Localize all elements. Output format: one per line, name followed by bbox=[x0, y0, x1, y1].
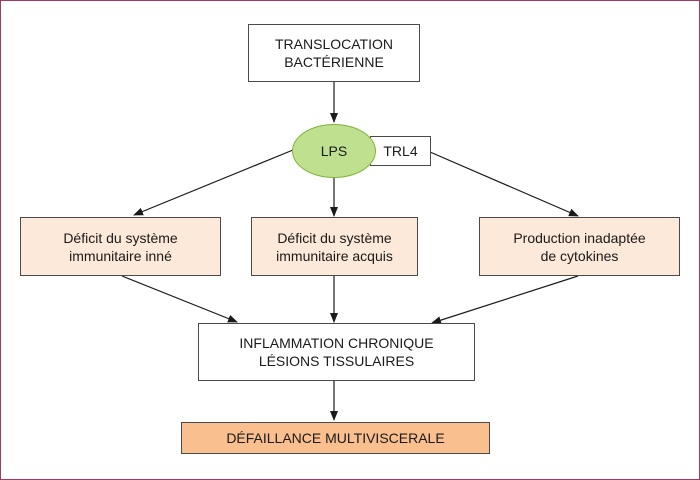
deficit-inne-box: Déficit du système immunitaire inné bbox=[20, 217, 221, 276]
arrow-lps-to-deficit-inne bbox=[133, 149, 294, 216]
defaillance-box: DÉFAILLANCE MULTIVISCERALE bbox=[181, 422, 490, 454]
translocation-box: TRANSLOCATION BACTÉRIENNE bbox=[248, 24, 420, 82]
deficit-acquis-box: Déficit du système immunitaire acquis bbox=[251, 217, 418, 276]
arrow-deficit-inne-to-inflammation bbox=[121, 275, 238, 323]
arrow-lps-to-production bbox=[429, 151, 579, 217]
lps-ellipse: LPS bbox=[292, 124, 376, 178]
trl4-box: TRL4 bbox=[370, 136, 431, 166]
inflammation-box: INFLAMMATION CHRONIQUE LÉSIONS TISSULAIR… bbox=[198, 323, 475, 381]
production-cytokines-box: Production inadaptée de cytokines bbox=[479, 217, 680, 276]
arrow-production-to-inflammation bbox=[431, 275, 579, 325]
